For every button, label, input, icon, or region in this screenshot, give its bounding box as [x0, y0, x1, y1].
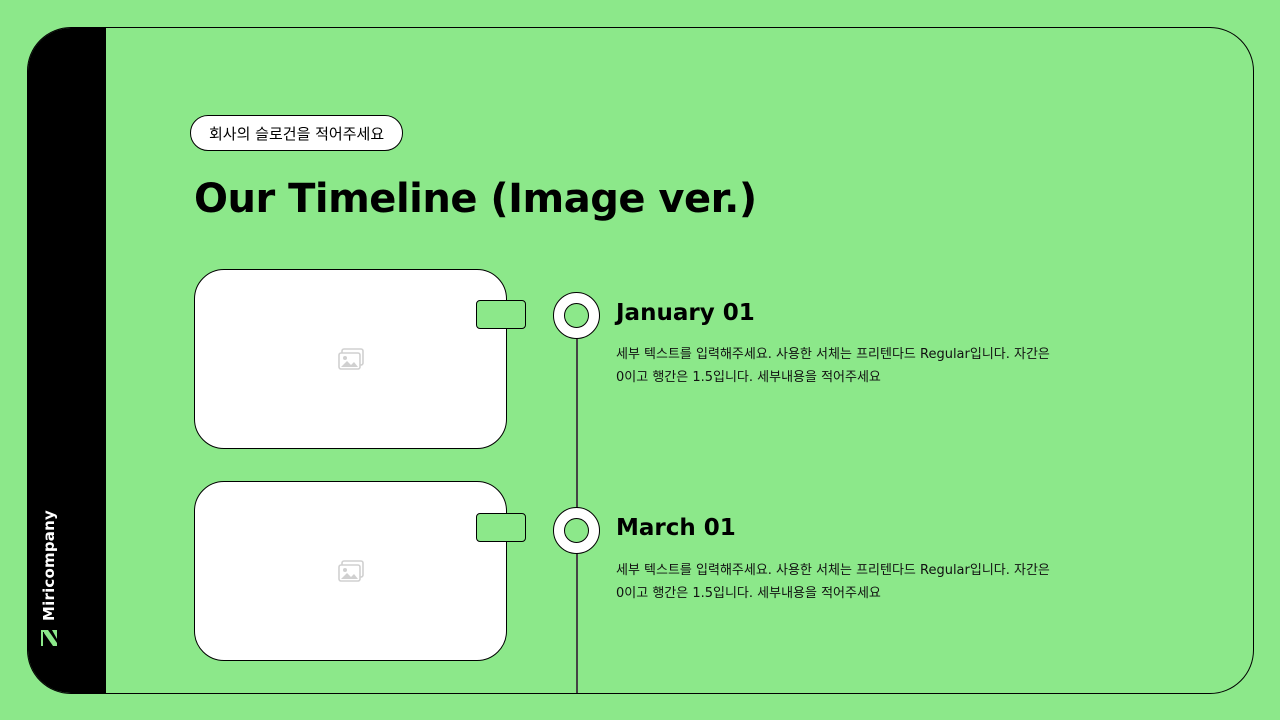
image-placeholder-icon [337, 560, 364, 582]
brand: Miricompany [40, 510, 58, 647]
timeline-node [553, 507, 600, 554]
brand-logo-icon [40, 629, 58, 647]
event-date: January 01 [616, 300, 755, 326]
timeline-node [553, 292, 600, 339]
page-title: Our Timeline (Image ver.) [194, 176, 757, 222]
timeline-node-inner [564, 303, 589, 328]
image-placeholder-icon [337, 348, 364, 370]
card-connector-tab [476, 513, 526, 542]
brand-name: Miricompany [40, 510, 58, 621]
slide-frame: Miricompany 회사의 슬로건을 적어주세요 Our Timeline … [27, 27, 1254, 694]
timeline-node-inner [564, 518, 589, 543]
slogan-pill: 회사의 슬로건을 적어주세요 [190, 115, 404, 151]
card-connector-tab [476, 300, 526, 329]
event-date: March 01 [616, 515, 736, 541]
sidebar: Miricompany [28, 28, 106, 693]
event-description: 세부 텍스트를 입력해주세요. 사용한 서체는 프리텐다드 Regular입니다… [616, 563, 1050, 601]
image-placeholder-card[interactable] [194, 481, 507, 661]
event-description: 세부 텍스트를 입력해주세요. 사용한 서체는 프리텐다드 Regular입니다… [616, 347, 1050, 385]
image-placeholder-card[interactable] [194, 269, 507, 449]
